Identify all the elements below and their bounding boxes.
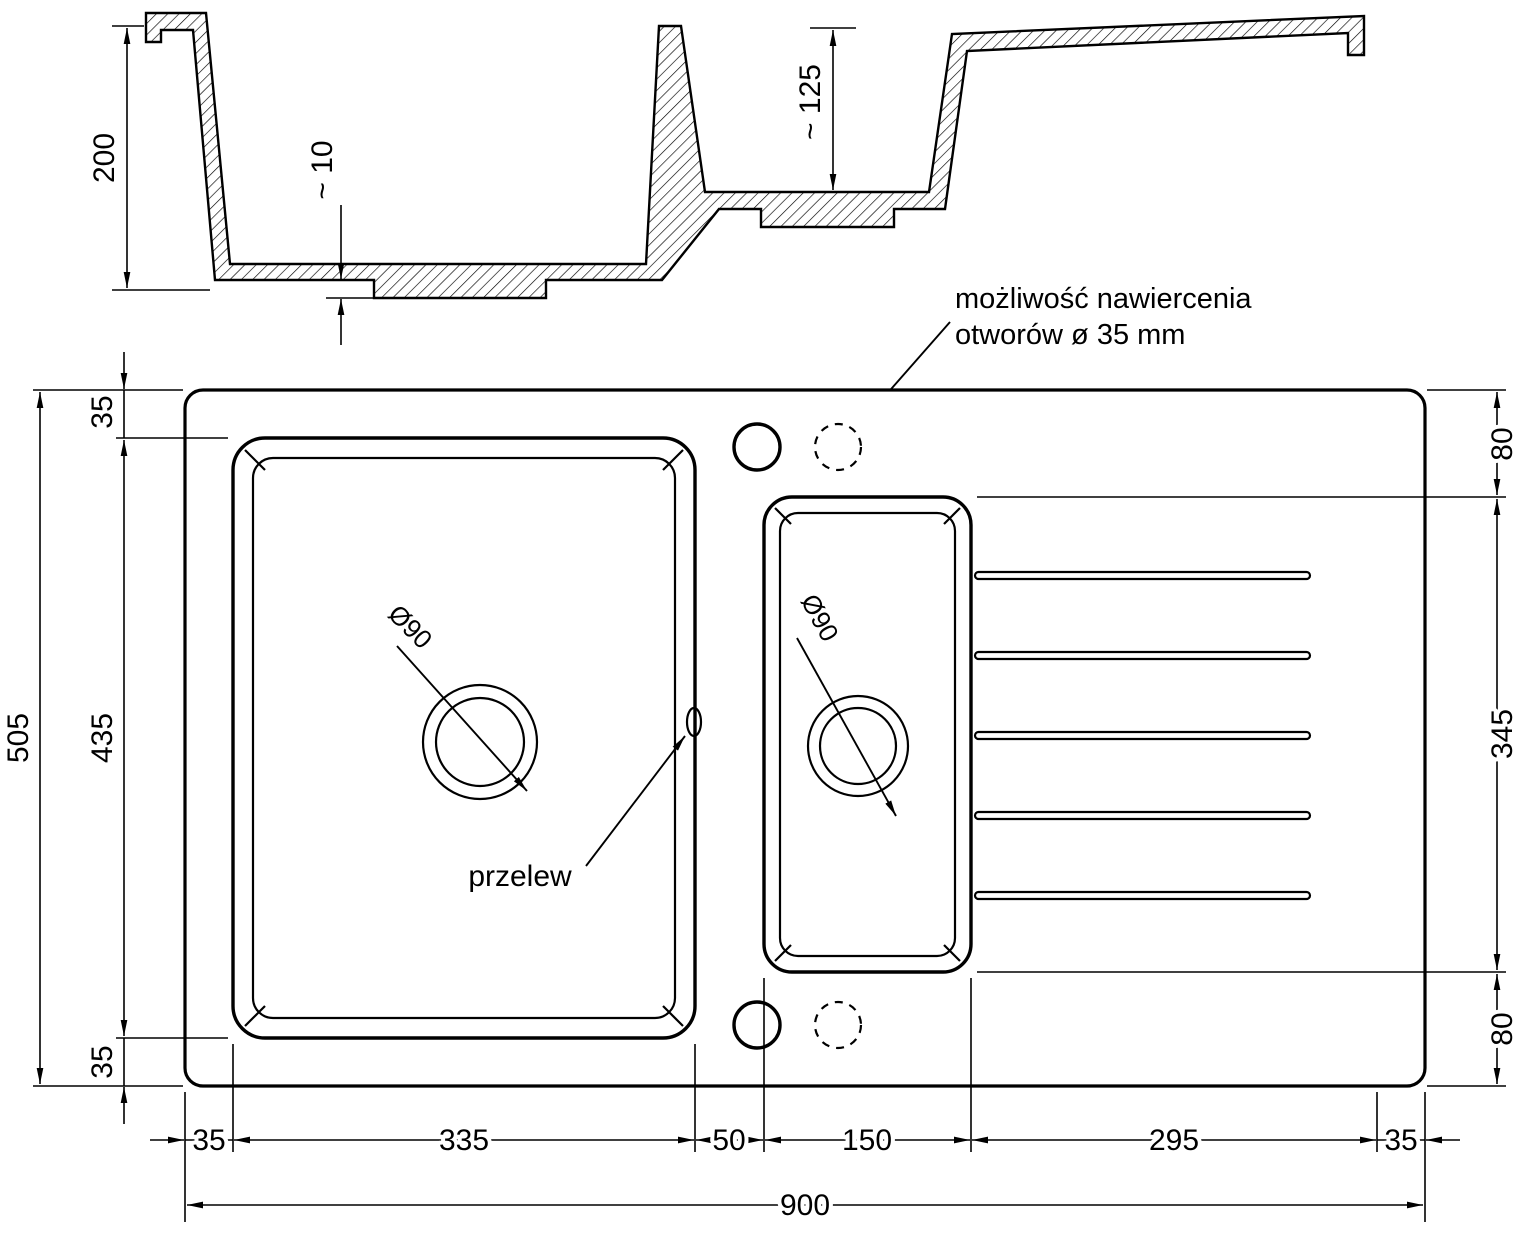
overflow-icon [685,706,703,738]
plan-view: Ø90 Ø90 [183,388,1427,1088]
dim-bowl-length: 435 [82,440,128,1036]
dim-label-seg-150: 150 [842,1124,892,1157]
dim-label-10: ~ 10 [306,140,339,199]
drainer-groove [973,810,1312,821]
section-profile [144,11,1366,300]
dim-section-depth: 200 [84,25,210,291]
annotation-line1: możliwość nawiercenia [955,283,1252,315]
drainer-groove [973,570,1312,581]
dim-label-900: 900 [780,1189,830,1222]
drainer-groove [973,890,1312,901]
dim-right-margin-bottom: 80 [1482,974,1523,1084]
faucet-hole [732,422,782,472]
sink-outline [183,388,1427,1088]
dim-label-80-top: 80 [1486,427,1519,460]
dim-label-35-top: 35 [86,395,119,428]
dim-total-width: 900 [187,1185,1423,1226]
section-view: 200 ~ 10 ~ 125 [84,11,1366,345]
dim-label-505: 505 [2,713,35,763]
dim-label-80-bottom: 80 [1486,1012,1519,1045]
dim-drainer-length: 345 [1482,499,1523,970]
dim-label-seg-295: 295 [1149,1124,1199,1157]
plan-dimensions: 505 35 435 35 80 [0,352,1523,1226]
overflow-callout: przelew [464,735,686,897]
dim-left-margin-bottom: 35 [82,1038,128,1124]
dim-label-35-bottom: 35 [86,1045,119,1078]
drainer-groove [973,730,1312,741]
dim-section-base-offset: ~ 10 [302,136,374,345]
dim-label-seg-335: 335 [439,1124,489,1157]
annotation-drill-holes: możliwość nawiercenia otworów ø 35 mm [855,283,1252,430]
overflow-label: przelew [468,860,572,893]
dim-label-125: ~ 125 [794,64,827,140]
faucet-hole-optional [813,422,863,472]
drainer-grooves [973,570,1312,901]
dim-bottom-chain: 35 335 50 150 295 35 [150,1120,1460,1161]
faucet-holes [732,422,863,1050]
faucet-hole-optional [813,1000,863,1050]
dim-label-seg-35-left: 35 [192,1124,225,1157]
dim-label-200: 200 [88,133,121,183]
dim-label-435: 435 [86,713,119,763]
dim-label-seg-35-right: 35 [1384,1124,1417,1157]
dim-total-height: 505 [0,392,44,1084]
dim-label-seg-50: 50 [712,1124,745,1157]
dim-section-small-bowl-depth: ~ 125 [790,27,856,190]
annotation-line2: otworów ø 35 mm [955,319,1185,351]
faucet-hole [732,1000,782,1050]
dim-label-345: 345 [1486,709,1519,759]
dim-right-margin-top: 80 [1482,392,1523,495]
drainer-groove [973,650,1312,661]
dim-left-margin-top: 35 [82,352,128,438]
